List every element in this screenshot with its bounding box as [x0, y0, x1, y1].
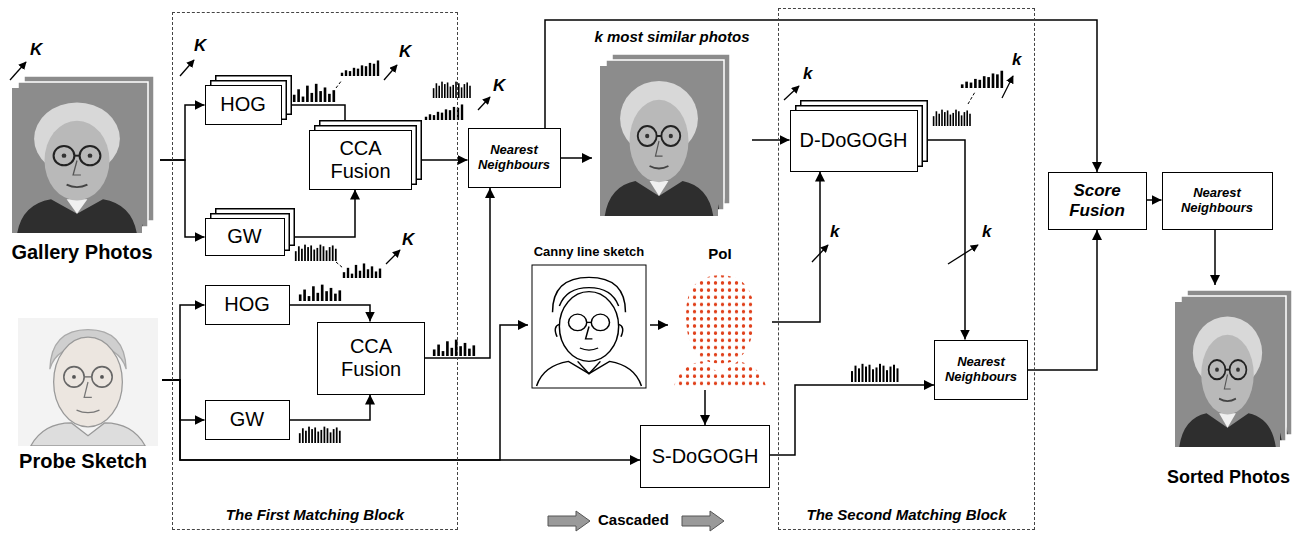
connector: [162, 380, 205, 420]
poi-image: [670, 265, 770, 388]
image-caption: PoI: [708, 245, 731, 262]
label-anchor: K: [399, 42, 411, 62]
label-anchor: K: [402, 230, 414, 250]
similar-photo-stack: [600, 54, 730, 216]
matching-block-region: The Second Matching Block D-DoGOGH Nearest…: [778, 8, 1035, 530]
label-anchor: K: [194, 36, 206, 56]
fusion-box: CCA Fusion: [317, 322, 425, 395]
count-arrows: [10, 60, 1013, 264]
box-label: HOG: [220, 93, 266, 116]
gallery-photo-stack: [12, 76, 154, 233]
nearest-neighbour-box: Nearest Neighbours: [1162, 172, 1273, 230]
connector: [545, 20, 1097, 172]
cascade-label: Cascaded: [598, 511, 669, 528]
image-caption: Sorted Photos: [1167, 467, 1290, 488]
nearest-neighbour-box: Nearest Neighbours: [468, 128, 561, 188]
label-anchor: Cascaded: [598, 511, 669, 528]
connector: [290, 305, 371, 322]
connector: [770, 385, 934, 455]
label-anchor: k: [803, 64, 812, 84]
matching-block-region: The First Matching BlockHOGGWCCA FusionH…: [172, 12, 458, 530]
count-label: K: [194, 36, 206, 56]
canny-sketch-image: [532, 265, 646, 388]
gallery-photo-set: Gallery Photos: [4, 70, 160, 264]
connector: [160, 105, 205, 160]
box-label: Nearest Neighbours: [940, 355, 1022, 385]
image-caption: Gallery Photos: [11, 241, 152, 264]
similar-photo-set: k most similar photos: [592, 28, 752, 218]
connector: [1214, 230, 1216, 285]
box-label: GW: [227, 225, 261, 248]
nearest-neighbour-box: Nearest Neighbours: [934, 340, 1028, 400]
connector: [290, 395, 371, 421]
sorted-photo-set: Sorted Photos: [1160, 285, 1297, 488]
process-box: HOG: [205, 85, 282, 125]
block-title: The First Matching Block: [226, 506, 404, 523]
connector: [650, 324, 668, 326]
process-box: GW: [205, 400, 290, 440]
count-label: k: [803, 64, 812, 84]
process-box: HOG: [205, 285, 290, 325]
count-label: K: [402, 230, 414, 250]
image-caption: Probe Sketch: [19, 450, 147, 473]
count-label: k: [1012, 50, 1021, 70]
count-label: k: [830, 222, 839, 242]
count-label: K: [493, 76, 505, 96]
process-box: D-DoGOGH: [790, 110, 918, 172]
probe-sketch-image: [18, 318, 158, 446]
connector: [282, 105, 346, 130]
connector: [1147, 199, 1162, 201]
count-label: K: [399, 42, 411, 62]
sorted-photo-stack: [1175, 290, 1292, 447]
box-label: Score Fusion: [1054, 181, 1141, 220]
probe-sketch: Probe Sketch: [4, 315, 162, 473]
fusion-box: CCA Fusion: [309, 130, 412, 190]
connector: [1028, 230, 1097, 370]
image-caption: Canny line sketch: [534, 245, 645, 260]
connector: [772, 172, 820, 323]
box-label: Nearest Neighbours: [474, 143, 555, 173]
connector: [918, 140, 966, 340]
label-anchor: k: [982, 222, 991, 242]
connector: [704, 390, 706, 425]
connector: [162, 305, 205, 380]
block-title: The Second Matching Block: [806, 506, 1006, 523]
box-label: S-DoGOGH: [652, 445, 759, 468]
label-anchor: k: [1012, 50, 1021, 70]
box-label: D-DoGOGH: [800, 129, 908, 152]
process-box: S-DoGOGH: [640, 425, 770, 488]
box-label: CCA Fusion: [315, 137, 406, 183]
box-label: GW: [230, 408, 264, 431]
label-anchor: K: [30, 40, 42, 60]
count-label: K: [30, 40, 42, 60]
image-caption: k most similar photos: [594, 28, 749, 45]
connector: [160, 160, 205, 237]
fusion-box: Score Fusion: [1048, 172, 1147, 230]
cascade-arrows: [548, 511, 724, 531]
connector: [285, 190, 356, 238]
connector: [561, 157, 593, 159]
count-label: k: [982, 222, 991, 242]
box-label: Nearest Neighbours: [1168, 186, 1267, 216]
poi-image: PoI: [668, 245, 772, 390]
connector: [752, 139, 790, 141]
label-anchor: k: [830, 222, 839, 242]
connector: [412, 159, 468, 161]
process-box: GW: [205, 218, 285, 256]
box-label: HOG: [224, 293, 270, 316]
canny-sketch: Canny line sketch: [528, 245, 650, 390]
label-anchor: K: [493, 76, 505, 96]
box-label: CCA Fusion: [323, 335, 419, 381]
